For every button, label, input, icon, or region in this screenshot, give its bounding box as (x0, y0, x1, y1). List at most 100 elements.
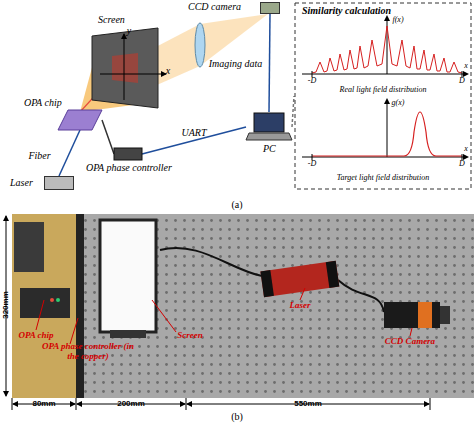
camera-body (261, 3, 280, 14)
annotation: x (166, 65, 170, 76)
dimension-line (13, 404, 75, 405)
phase-controller: OPA phase controller (114, 148, 142, 160)
connector (102, 120, 114, 154)
laser-end (260, 270, 274, 297)
laser-source-shape (44, 176, 74, 190)
camera-lens (440, 306, 450, 324)
similarity-panel: Similarity calculation (294, 2, 472, 190)
leader-line (36, 288, 412, 344)
annotation: x (464, 62, 468, 71)
annotation: 550mm (293, 400, 323, 409)
axis-head (463, 154, 469, 160)
phase-controller-shape (114, 148, 142, 160)
ccd-camera-shape (260, 2, 280, 14)
dimension-line (187, 404, 429, 405)
annotation: Real light field distribution (340, 86, 427, 95)
table-holes (12, 214, 474, 398)
opa-mount (12, 214, 76, 398)
real-curve (312, 26, 462, 73)
node-label: Screen (98, 14, 125, 25)
annotation: (b) (231, 411, 243, 422)
laser-beam (80, 38, 156, 112)
annotation: 200mm (116, 400, 146, 409)
optical-table (12, 214, 474, 398)
opa-chip: OPA chip (58, 110, 102, 130)
light-spot (112, 53, 138, 83)
screen-photo (100, 220, 156, 332)
annotation: Screen (177, 331, 203, 341)
lens (195, 23, 205, 67)
annotation: D (459, 77, 465, 86)
axis-head (463, 71, 469, 77)
screen-stand (110, 330, 146, 338)
imaging-beam (200, 14, 268, 66)
indicator-led (56, 298, 60, 302)
camera-photo (384, 302, 440, 328)
laser-box (45, 177, 74, 190)
node-label: Similarity calculation (302, 5, 391, 16)
annotation: CCD Camera (385, 337, 435, 347)
camera-stripe (418, 302, 432, 328)
plot-axis (302, 157, 464, 158)
laser-photo (260, 261, 339, 297)
annotation: y (127, 25, 131, 36)
annotation: OPA chip (18, 331, 53, 341)
screen-panel (92, 28, 158, 108)
controller-box (114, 148, 142, 160)
mount-part (20, 288, 70, 318)
target-curve (312, 112, 462, 156)
annotation: 80mm (31, 400, 56, 409)
annotation: Target light field distribution (337, 174, 430, 183)
annotation: -D (308, 77, 316, 86)
annotation: g(x) (392, 99, 405, 108)
connector (142, 127, 246, 154)
screen-shape (92, 28, 158, 108)
annotation: f(x) (392, 16, 403, 25)
laser-source: Laser (44, 176, 74, 190)
node-label: PC (263, 143, 276, 154)
ccd-camera: CCD camera (260, 2, 280, 14)
edge-label: UART (182, 126, 207, 137)
mount-part (14, 222, 44, 272)
connector (269, 14, 270, 112)
dimension-line (77, 404, 185, 405)
screen: Screen (92, 28, 158, 108)
edge-label: Imaging data (209, 58, 263, 69)
similarity-panel-shape (294, 2, 472, 190)
annotation: OPA phase controller (in the copper) (38, 342, 138, 362)
node-label: CCD camera (188, 1, 241, 12)
node-label: OPA phase controller (86, 162, 172, 173)
laser-end (326, 261, 340, 288)
chip-body (58, 110, 102, 130)
beam-ray (80, 64, 124, 112)
plot-tick (312, 71, 462, 160)
laser-body (260, 261, 339, 297)
connector (59, 130, 80, 176)
annotation: 320mm (2, 290, 11, 320)
dimension-line (6, 216, 7, 396)
rail (76, 214, 84, 398)
y-axis (124, 34, 125, 100)
dimension-tick (12, 398, 430, 410)
annotation: -D (308, 160, 316, 169)
imaging-beam (150, 24, 200, 88)
annotation: Laser (290, 301, 311, 311)
annotation: D (459, 160, 465, 169)
cable (160, 248, 384, 312)
laptop-base (246, 133, 292, 140)
edge-label: Fiber (28, 150, 50, 161)
annotation: x (464, 145, 468, 154)
pc-laptop-shape (246, 112, 292, 142)
opa-chip-shape (58, 110, 102, 130)
node-label: OPA chip (24, 97, 62, 108)
plot-axis (387, 18, 388, 74)
axis-head (384, 98, 390, 104)
panel-border (295, 3, 471, 189)
x-axis (100, 74, 166, 75)
connector (292, 96, 294, 127)
node-label: Laser (10, 177, 33, 188)
